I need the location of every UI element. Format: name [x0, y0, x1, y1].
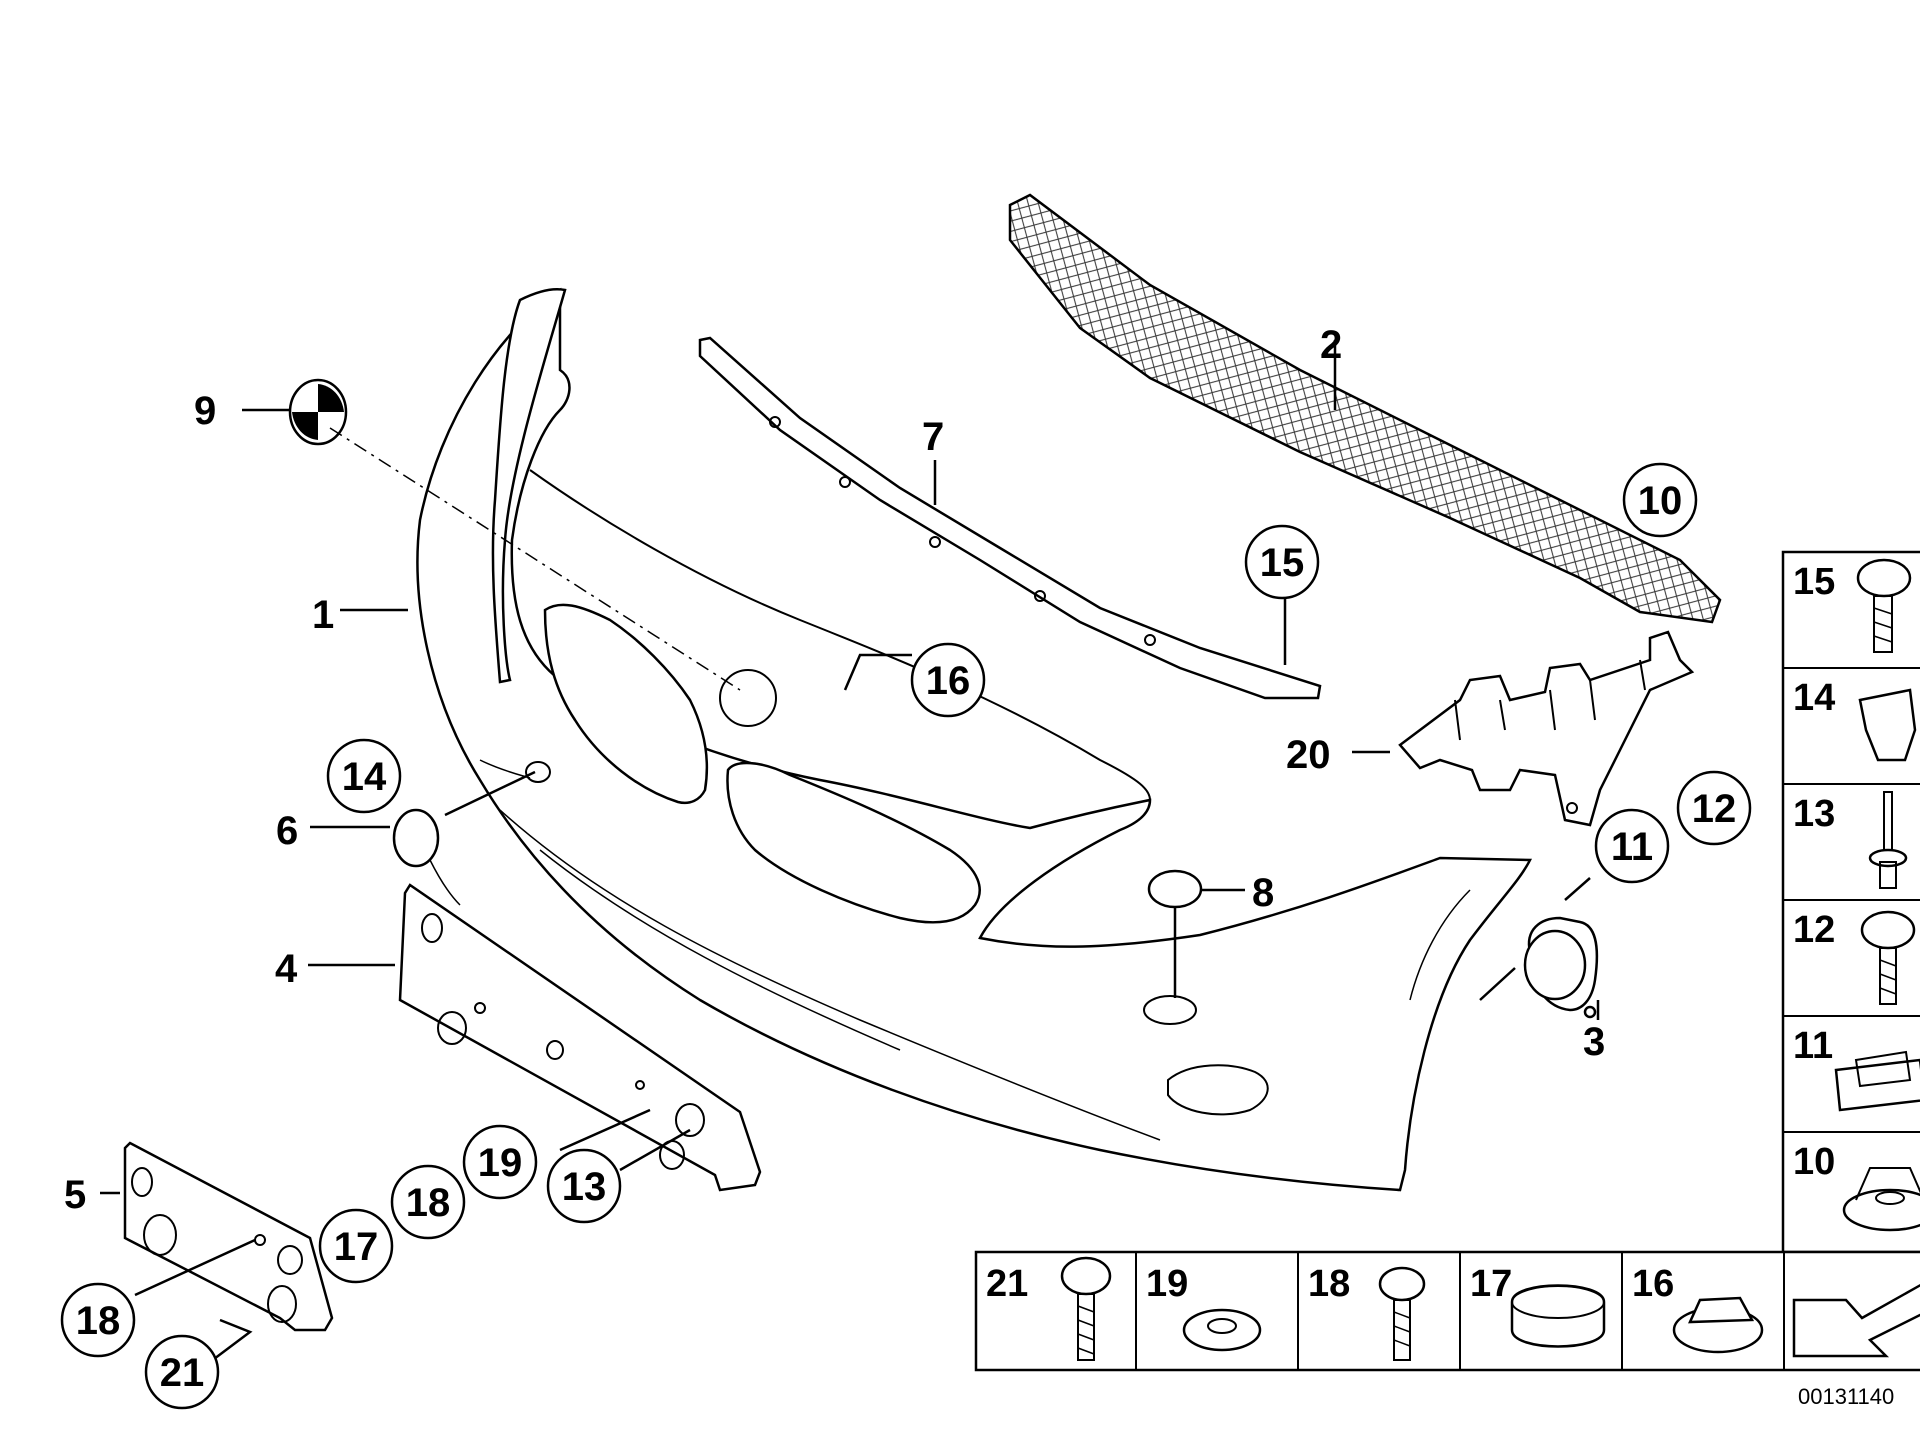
callout-15: 15 — [1244, 524, 1320, 600]
callout-20: 20 — [1286, 733, 1331, 777]
side-parts-table: 15 14 13 12 11 10 — [1781, 550, 1920, 1254]
callout-bubbles: 10 11 12 13 14 15 16 17 — [60, 462, 1752, 1410]
bottom-cell-17: 17 — [1470, 1263, 1606, 1348]
svg-text:13: 13 — [562, 1165, 607, 1209]
svg-text:11: 11 — [1611, 825, 1653, 869]
svg-text:10: 10 — [1793, 1141, 1835, 1183]
blanking-cap — [1147, 869, 1203, 909]
bottom-cell-18: 18 — [1308, 1263, 1426, 1361]
svg-text:17: 17 — [334, 1225, 379, 1269]
bottom-cell-21: 21 — [986, 1256, 1112, 1361]
side-cell-12: 12 — [1793, 909, 1916, 1005]
svg-text:14: 14 — [342, 755, 387, 799]
callout-19: 19 — [462, 1124, 538, 1200]
callout-3: 3 — [1583, 1020, 1605, 1064]
callout-12: 12 — [1676, 770, 1752, 846]
svg-text:14: 14 — [1793, 677, 1835, 719]
trim-strip — [698, 336, 1322, 700]
callout-11: 11 — [1594, 808, 1670, 884]
svg-text:15: 15 — [1793, 561, 1835, 603]
callout-labels: 1 2 3 4 5 6 7 8 9 — [64, 323, 1605, 1217]
tow-eye-cover — [392, 808, 461, 906]
plate-holder — [123, 1141, 334, 1332]
side-cell-10: 10 — [1793, 1141, 1920, 1232]
callout-6: 6 — [276, 809, 298, 853]
callout-5: 5 — [64, 1173, 86, 1217]
callout-1: 1 — [312, 593, 334, 637]
svg-text:16: 16 — [926, 659, 971, 703]
callout-2: 2 — [1320, 323, 1342, 367]
side-cell-14: 14 — [1793, 677, 1917, 762]
callout-16: 16 — [910, 642, 986, 718]
svg-text:18: 18 — [1308, 1263, 1350, 1305]
bumper-cover — [416, 287, 1533, 1192]
roundel-badge — [288, 378, 348, 446]
bottom-cell-16: 16 — [1632, 1263, 1764, 1354]
callout-13: 13 — [546, 1148, 622, 1224]
svg-text:18: 18 — [406, 1181, 451, 1225]
arrow-icon — [1792, 1283, 1920, 1358]
callout-7: 7 — [922, 415, 944, 459]
svg-text:10: 10 — [1638, 479, 1683, 523]
svg-text:11: 11 — [1793, 1025, 1833, 1067]
side-cell-13: 13 — [1793, 791, 1908, 889]
callout-8: 8 — [1252, 871, 1274, 915]
svg-text:12: 12 — [1692, 787, 1737, 831]
svg-text:16: 16 — [1632, 1263, 1674, 1305]
side-cell-11: 11 — [1793, 1025, 1920, 1112]
svg-text:19: 19 — [1146, 1263, 1188, 1305]
callout-17: 17 — [318, 1208, 394, 1284]
reference-number: 00131140 — [1798, 1384, 1894, 1409]
fog-light-housing — [1523, 916, 1599, 1019]
callout-18-b: 18 — [60, 1282, 136, 1358]
svg-text:13: 13 — [1793, 793, 1835, 835]
bottom-cell-19: 19 — [1146, 1263, 1262, 1352]
callout-9: 9 — [194, 389, 216, 433]
bracket — [1398, 630, 1695, 827]
licence-plate-base — [398, 883, 762, 1192]
svg-text:15: 15 — [1260, 541, 1305, 585]
svg-text:19: 19 — [478, 1141, 523, 1185]
callout-18: 18 — [390, 1164, 466, 1240]
bottom-parts-table: 21 19 18 17 16 — [974, 1250, 1920, 1372]
callout-14: 14 — [326, 738, 402, 814]
svg-text:18: 18 — [76, 1299, 121, 1343]
svg-text:21: 21 — [986, 1263, 1028, 1305]
side-cell-15: 15 — [1793, 558, 1912, 653]
upper-grille-mesh — [1008, 193, 1722, 624]
svg-text:12: 12 — [1793, 909, 1835, 951]
callout-10: 10 — [1622, 462, 1698, 538]
callout-4: 4 — [275, 947, 298, 991]
svg-text:17: 17 — [1470, 1263, 1512, 1305]
svg-text:21: 21 — [160, 1351, 205, 1395]
callout-21: 21 — [144, 1334, 220, 1410]
